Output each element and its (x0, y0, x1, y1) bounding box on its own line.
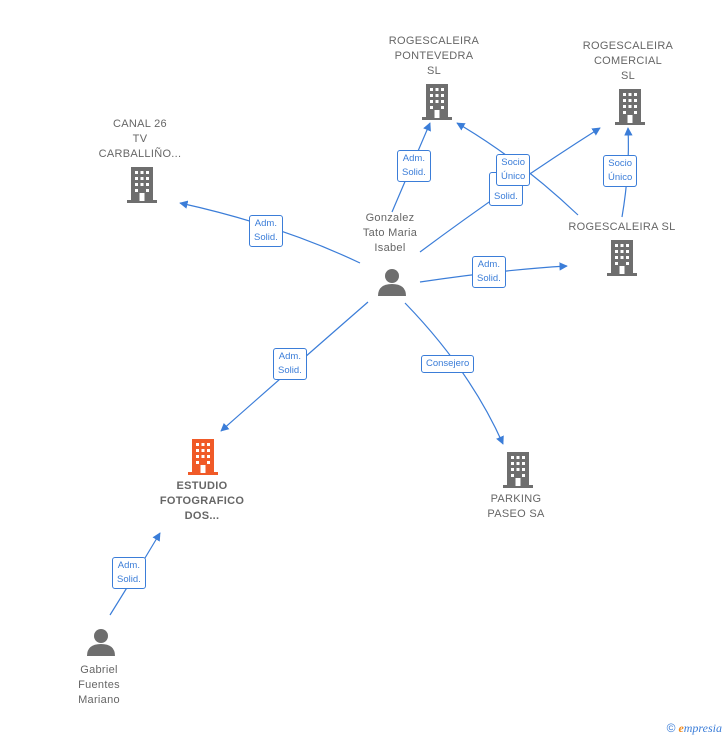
parking-label[interactable]: PARKING PASEO SA (487, 493, 545, 520)
rogescaleira-building-icon[interactable] (606, 240, 638, 276)
edge-label-canal26: Adm. Solid. (249, 215, 283, 247)
edge-label-comercial-a: Socio Único (496, 154, 531, 186)
edge-label-rogescaleira-to-comercial: Socio Único (603, 155, 638, 187)
rogescaleira-label[interactable]: ROGESCALEIRA SL (568, 221, 676, 233)
canal26-building-icon[interactable] (126, 167, 158, 203)
comercial-label[interactable]: ROGESCALEIRA COMERCIAL SL (582, 40, 674, 82)
edge-label-parking: Consejero (421, 355, 475, 373)
gonzalez-person-icon[interactable] (377, 268, 407, 296)
edge-label-rogescaleira: Adm. Solid. (472, 256, 506, 288)
gabriel-label[interactable]: Gabriel Fuentes Mariano (78, 664, 120, 706)
canal26-label[interactable]: CANAL 26 TV CARBALLIÑO... (98, 118, 182, 160)
gabriel-person-icon[interactable] (86, 628, 116, 656)
edge-label-gabriel: Adm. Solid. (112, 557, 146, 589)
copyright-symbol: © (666, 721, 676, 735)
comercial-building-icon[interactable] (614, 89, 646, 125)
edge-label-estudio: Adm. Solid. (273, 348, 307, 380)
estudio-label[interactable]: ESTUDIO FOTOGRAFICO DOS... (159, 480, 245, 522)
edge-label-pontevedra: Adm. Solid. (397, 150, 431, 182)
edge-parking (404, 302, 504, 445)
brand-initial: e (678, 721, 684, 735)
parking-building-icon[interactable] (502, 452, 534, 488)
empresia-watermark[interactable]: © empresia (667, 721, 722, 736)
estudio-building-icon[interactable] (187, 439, 219, 475)
pontevedra-building-icon[interactable] (421, 84, 453, 120)
gonzalez-label[interactable]: Gonzalez Tato Maria Isabel (362, 212, 418, 254)
pontevedra-label[interactable]: ROGESCALEIRA PONTEVEDRA SL (388, 35, 480, 77)
brand-name: mpresia (683, 721, 722, 735)
